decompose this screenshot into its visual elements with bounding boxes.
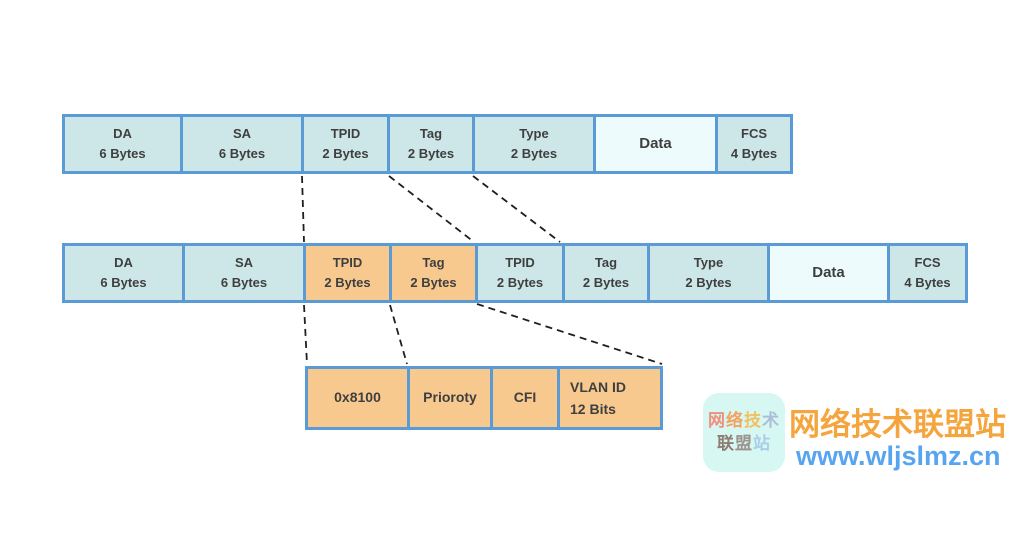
frame1-cell-da: DA 6 Bytes	[65, 117, 180, 171]
frame3-cell-vlan-id: VLAN ID 12 Bits	[557, 369, 660, 427]
badge-char: 术	[762, 410, 780, 430]
frame2-cell-type: Type 2 Bytes	[647, 246, 767, 300]
frame1-cell-type: Type 2 Bytes	[472, 117, 593, 171]
badge-char: 盟	[735, 433, 753, 453]
frame2-cell-tag-inner: Tag 2 Bytes	[562, 246, 647, 300]
cell-sublabel: 6 Bytes	[100, 275, 147, 290]
cell-sublabel: 6 Bytes	[218, 146, 266, 161]
badge-line-1: 网络技术	[708, 410, 780, 433]
site-name-text: 网络技术联盟站	[789, 407, 1006, 442]
frame2-cell-tpid-outer: TPID 2 Bytes	[303, 246, 389, 300]
frame2-cell-tag-outer: Tag 2 Bytes	[389, 246, 475, 300]
frame-row-double-tagged: DA 6 Bytes SA 6 Bytes TPID 2 Bytes Tag 2…	[62, 243, 968, 303]
connector-line-4	[303, 304, 308, 365]
frame2-cell-data: Data	[767, 246, 887, 300]
badge-char: 站	[753, 433, 771, 453]
site-logo-badge: 网络技术 联盟站	[703, 393, 785, 472]
frame2-cell-fcs: FCS 4 Bytes	[887, 246, 965, 300]
frame1-cell-fcs: FCS 4 Bytes	[715, 117, 790, 171]
cell-sublabel: 2 Bytes	[407, 146, 455, 161]
cell-label: SA	[234, 254, 254, 270]
cell-label: FCS	[914, 254, 941, 270]
cell-label: Type	[519, 125, 549, 141]
cell-label: FCS	[741, 125, 767, 141]
badge-char: 网	[708, 410, 726, 430]
cell-label: TPID	[332, 254, 363, 270]
cell-label: DA	[114, 254, 133, 270]
cell-label: Type	[693, 254, 724, 270]
cell-label: TPID	[330, 125, 361, 141]
badge-char: 技	[744, 410, 762, 430]
cell-sublabel: 4 Bytes	[730, 146, 778, 161]
cell-sublabel: 6 Bytes	[220, 275, 268, 290]
cell-sublabel: 6 Bytes	[99, 146, 146, 161]
cell-label: Data	[639, 135, 672, 153]
cell-label: Tag	[594, 254, 618, 270]
frame1-cell-sa: SA 6 Bytes	[180, 117, 301, 171]
connector-line-3	[472, 175, 561, 243]
cell-sublabel: 2 Bytes	[496, 275, 544, 290]
frame1-cell-data: Data	[593, 117, 715, 171]
cell-sublabel: 12 Bits	[570, 401, 616, 417]
frame2-cell-sa: SA 6 Bytes	[182, 246, 303, 300]
connector-line-5	[389, 304, 408, 365]
cell-label: SA	[232, 125, 252, 141]
cell-label: DA	[113, 125, 132, 141]
frame3-cell-0x8100: 0x8100	[308, 369, 407, 427]
cell-label: Tag	[419, 125, 443, 141]
cell-label: TPID	[505, 254, 535, 270]
frame2-cell-tpid-inner: TPID 2 Bytes	[475, 246, 562, 300]
cell-label: VLAN ID	[570, 378, 626, 395]
cell-sublabel: 2 Bytes	[324, 275, 371, 290]
frame3-cell-cfi: CFI	[490, 369, 557, 427]
cell-sublabel: 2 Bytes	[685, 275, 732, 290]
cell-label: 0x8100	[334, 389, 381, 406]
cell-label: Data	[812, 264, 845, 282]
cell-sublabel: 2 Bytes	[582, 275, 630, 290]
cell-sublabel: 2 Bytes	[322, 146, 369, 161]
connector-line-2	[388, 175, 475, 243]
site-url-text: www.wljslmz.cn	[796, 441, 1001, 471]
connector-line-6	[476, 303, 663, 365]
cell-sublabel: 4 Bytes	[904, 275, 951, 290]
badge-char: 络	[726, 410, 744, 430]
frame3-cell-priority: Prioroty	[407, 369, 490, 427]
frame1-cell-tag: Tag 2 Bytes	[387, 117, 472, 171]
frame-row-tagged: DA 6 Bytes SA 6 Bytes TPID 2 Bytes Tag 2…	[62, 114, 793, 174]
cell-label: Tag	[422, 254, 445, 270]
badge-line-2: 联盟站	[717, 433, 771, 456]
cell-label: CFI	[513, 389, 537, 406]
cell-sublabel: 2 Bytes	[410, 275, 457, 290]
frame1-cell-tpid: TPID 2 Bytes	[301, 117, 387, 171]
connector-line-1	[301, 175, 305, 243]
badge-char: 联	[717, 433, 735, 453]
frame2-cell-da: DA 6 Bytes	[65, 246, 182, 300]
frame-row-tag-fields: 0x8100 Prioroty CFI VLAN ID 12 Bits	[305, 366, 663, 430]
cell-label: Prioroty	[423, 389, 477, 406]
cell-sublabel: 2 Bytes	[510, 146, 558, 161]
